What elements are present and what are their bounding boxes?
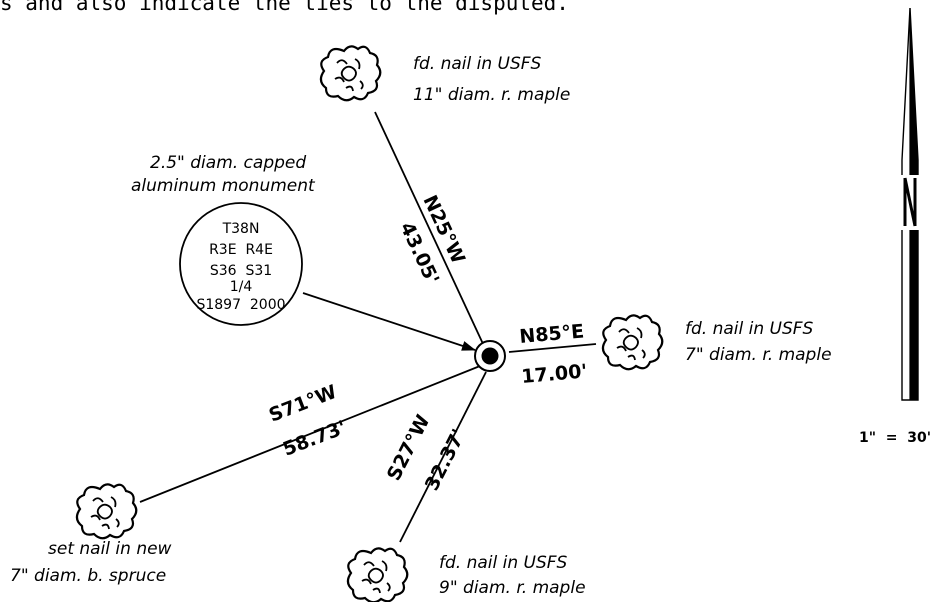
distance-east: 17.00' [521, 360, 589, 388]
tree-south-label-line1: fd. nail in USFS [439, 553, 568, 573]
tree-north-icon [319, 45, 382, 102]
bearing-east: N85°E [519, 320, 585, 348]
distance-south: 32.37' [421, 426, 471, 495]
north-arrow-icon [901, 7, 919, 401]
stamp-line-2: R3E R4E [209, 242, 273, 258]
tree-north-label-line2: 11" diam. r. maple [413, 85, 570, 105]
tree-east-icon [601, 314, 664, 371]
tree-east-label-line2: 7" diam. r. maple [685, 345, 832, 365]
monument-stamp-circle [179, 202, 303, 326]
monument-leader [302, 292, 476, 351]
header-text: s and also indicate the ties to the disp… [0, 0, 569, 15]
distance-southwest: 58.73' [280, 417, 349, 461]
tree-south-icon [346, 547, 409, 602]
tree-east-label-line1: fd. nail in USFS [685, 319, 814, 339]
stamp-line-1: T38N [222, 221, 260, 237]
tree-southwest-label-line2: 7" diam. b. spruce [10, 566, 166, 586]
stamp-line-4: 1/4 [230, 279, 253, 295]
corner-point-dot [481, 347, 499, 365]
tree-north-label-line1: fd. nail in USFS [413, 54, 542, 74]
tie-line-southwest [139, 365, 481, 503]
tie-line-south [399, 371, 487, 543]
stamp-line-5: S1897 2000 [196, 297, 285, 313]
scale-label: 1" = 30' [859, 430, 931, 446]
bearing-southwest: S71°W [266, 381, 340, 427]
tree-southwest-label-line1: set nail in new [48, 539, 172, 559]
tie-line-north [374, 111, 485, 347]
stamp-line-3: S36 S31 [210, 263, 272, 279]
tie-line-east [508, 343, 597, 353]
tree-south-label-line2: 9" diam. r. maple [439, 578, 586, 598]
monument-description-line2: aluminum monument [131, 176, 316, 196]
tree-southwest-icon [75, 483, 138, 540]
monument-description-line1: 2.5" diam. capped [150, 153, 306, 173]
